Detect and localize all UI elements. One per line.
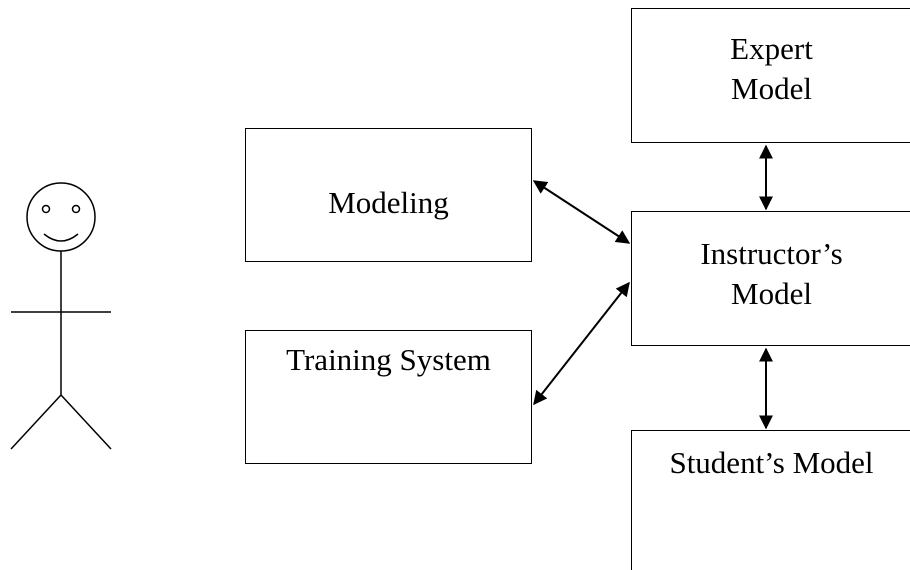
training-system-box: Training System bbox=[245, 330, 532, 464]
modeling-instructor-arrow bbox=[532, 180, 631, 244]
students-model-label: Student’s Model bbox=[669, 445, 874, 480]
left-eye-icon bbox=[41, 204, 51, 214]
instructors-model-box: Instructor’s Model bbox=[631, 211, 910, 346]
expert-model-label-line1: Expert bbox=[730, 31, 813, 66]
instructors-model-label-line2: Model bbox=[731, 276, 812, 311]
modeling-label: Modeling bbox=[328, 185, 449, 220]
right-eye-icon bbox=[71, 204, 81, 214]
instructors-model-label-line1: Instructor’s bbox=[700, 236, 843, 271]
training-instructor-arrow bbox=[533, 281, 630, 406]
left-leg-line bbox=[10, 394, 62, 450]
modeling-box: Modeling bbox=[245, 128, 532, 262]
training-system-label: Training System bbox=[286, 342, 491, 377]
smile-icon bbox=[43, 233, 79, 242]
expert-model-box: Expert Model bbox=[631, 8, 910, 143]
right-leg-line bbox=[60, 394, 112, 450]
expert-model-label-line2: Model bbox=[731, 71, 812, 106]
students-model-box: Student’s Model bbox=[631, 430, 910, 570]
